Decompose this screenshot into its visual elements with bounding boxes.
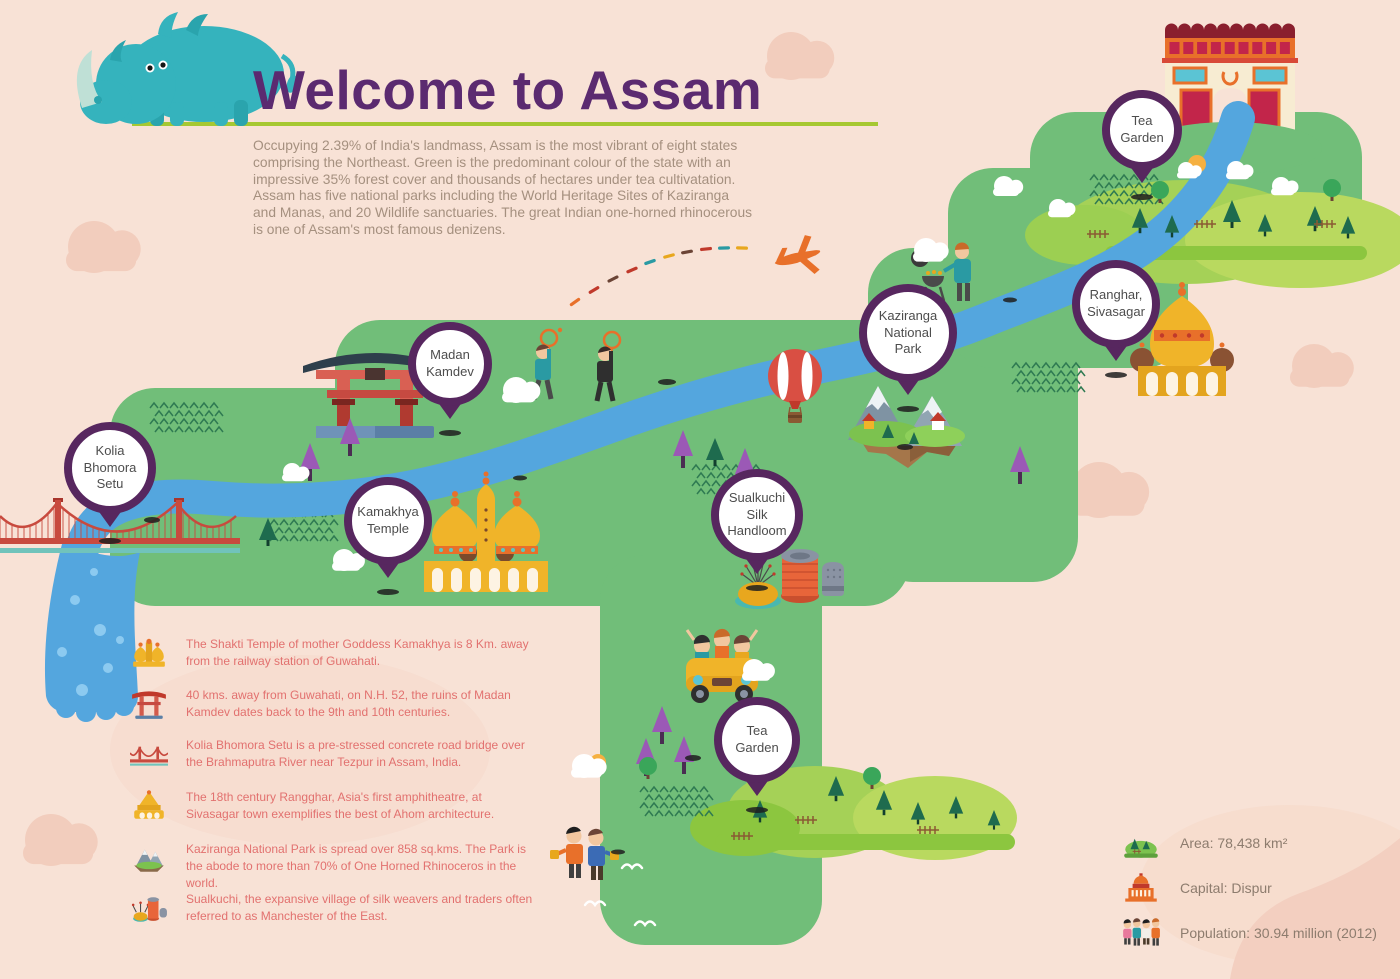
background-clouds	[23, 32, 1400, 979]
fact-text: Kolia Bhomora Setu is a pre-stressed con…	[186, 738, 525, 770]
fact-sualkuchi: Sualkuchi, the expansive village of silk…	[130, 891, 580, 925]
fact-text: Kaziranga National Park is spread over 8…	[186, 842, 526, 891]
marker-label: Kamakhya Temple	[344, 477, 432, 565]
fact-kamakhya: The Shakti Temple of mother Goddess Kama…	[130, 636, 580, 670]
car-with-kids-illustration	[685, 628, 759, 703]
friends-illustration	[550, 826, 619, 880]
fact-madan-kamdev: 40 kms. away from Guwahati, on N.H. 52, …	[130, 687, 580, 721]
pagoda-icon	[134, 790, 164, 819]
fence-marks	[731, 220, 1336, 840]
fact-text: Sualkuchi, the expansive village of silk…	[186, 892, 533, 924]
capitol-icon	[1125, 873, 1157, 902]
hot-air-balloon-illustration	[768, 349, 822, 423]
stat-population: Population: 30.94 million (2012)	[1120, 916, 1377, 950]
title-underline	[132, 122, 878, 126]
map-marker-kaziranga-national-park[interactable]: Kaziranga National Park	[859, 284, 957, 382]
map-marker-tea-garden-south[interactable]: Tea Garden	[714, 697, 800, 783]
temple-icon	[133, 638, 165, 667]
mountain-icon	[134, 849, 164, 872]
people-icon	[1123, 918, 1160, 946]
fact-text: The 18th century Rangghar, Asia's first …	[186, 790, 495, 822]
map-marker-kolia-bhomora-setu[interactable]: Kolia Bhomora Setu	[64, 422, 156, 514]
map-marker-ranghar-sivasagar[interactable]: Ranghar, Sivasagar	[1072, 260, 1160, 348]
ground-spots	[144, 297, 1017, 855]
fact-kolia-bhomora: Kolia Bhomora Setu is a pre-stressed con…	[130, 737, 580, 771]
marker-label: Sualkuchi Silk Handloom	[711, 469, 803, 561]
plane-trail	[569, 246, 748, 307]
marker-label: Madan Kamdev	[408, 322, 492, 406]
mountain-island-illustration	[848, 386, 965, 468]
fact-text: 40 kms. away from Guwahati, on N.H. 52, …	[186, 688, 511, 720]
map-marker-tea-garden-north[interactable]: Tea Garden	[1102, 90, 1182, 170]
fact-text: The Shakti Temple of mother Goddess Kama…	[186, 637, 529, 669]
airplane-illustration	[774, 235, 821, 274]
badminton-players-illustration	[531, 327, 622, 402]
bridge-icon	[130, 746, 168, 766]
map-marker-kamakhya-temple[interactable]: Kamakhya Temple	[344, 477, 432, 565]
marker-label: Ranghar, Sivasagar	[1072, 260, 1160, 348]
stat-text: Population: 30.94 million (2012)	[1180, 925, 1377, 941]
hill-icon	[1124, 838, 1158, 858]
kamakhya-temple-illustration	[424, 471, 548, 592]
map-marker-madan-kamdev[interactable]: Madan Kamdev	[408, 322, 492, 406]
stat-text: Capital: Dispur	[1180, 880, 1272, 896]
marker-label: Tea Garden	[1102, 90, 1182, 170]
sivasagar-temple-illustration	[1130, 282, 1234, 396]
page-title: Welcome to Assam	[253, 59, 763, 121]
fact-rangghar: The 18th century Rangghar, Asia's first …	[130, 789, 580, 823]
torii-gate-icon	[132, 691, 166, 719]
stat-area: Area: 78,438 km²	[1120, 826, 1287, 860]
trees	[259, 179, 1356, 830]
birds	[583, 863, 657, 928]
stat-text: Area: 78,438 km²	[1180, 835, 1288, 851]
map-marker-sualkuchi-silk-handloom[interactable]: Sualkuchi Silk Handloom	[711, 469, 803, 561]
marker-label: Tea Garden	[714, 697, 800, 783]
marker-label: Kolia Bhomora Setu	[64, 422, 156, 514]
intro-paragraph: Occupying 2.39% of India's landmass, Ass…	[253, 138, 753, 238]
rhino-illustration	[76, 12, 298, 126]
fact-kaziranga: Kaziranga National Park is spread over 8…	[130, 841, 580, 892]
marker-label: Kaziranga National Park	[859, 284, 957, 382]
silk-icon	[131, 897, 167, 922]
tea-hills-south	[690, 766, 1017, 860]
stat-capital: Capital: Dispur	[1120, 871, 1272, 905]
